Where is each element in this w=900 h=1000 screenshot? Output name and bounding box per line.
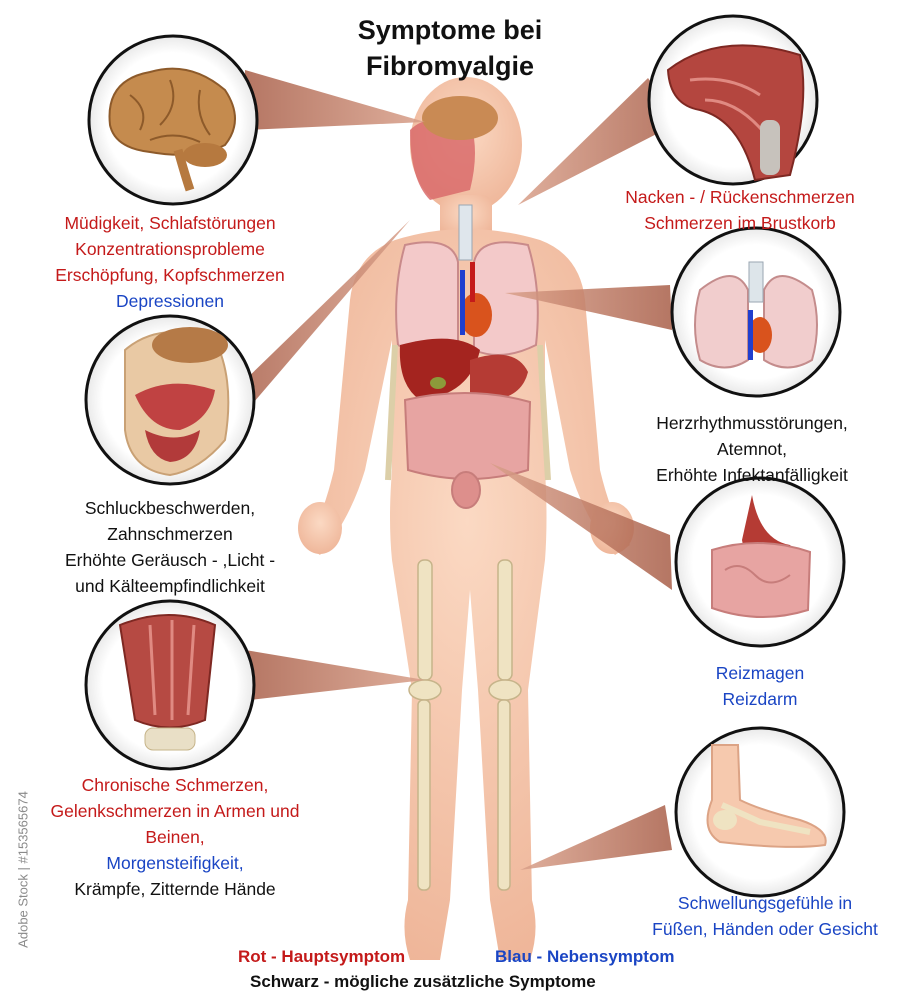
knee-muscle-icon	[118, 614, 217, 729]
symptom-line: Schmerzen im Brustkorb	[644, 213, 836, 233]
symptom-line: Beinen,	[145, 827, 205, 847]
foot-symptoms: Schwellungsgefühle in Füßen, Händen oder …	[625, 890, 900, 942]
page-title: Symptome bei Fibromyalgie	[300, 12, 600, 84]
head-cross-section	[410, 96, 498, 200]
symptom-line: Atemnot,	[716, 439, 788, 459]
skeleton-legs	[385, 344, 551, 891]
symptom-line: Chronische Schmerzen,	[81, 775, 269, 795]
symptom-line: Schluckbeschwerden,	[84, 498, 256, 518]
symptom-line: Gelenkschmerzen in Armen und	[50, 801, 300, 821]
symptom-line: Reizdarm	[722, 689, 798, 709]
symptom-line: Nacken - / Rückenschmerzen	[625, 187, 855, 207]
symptom-line: und Kälteempfindlichkeit	[75, 576, 265, 596]
symptom-line: Schwellungsgefühle in	[677, 893, 853, 913]
trachea	[458, 204, 473, 261]
symptom-line: Konzentrationsprobleme	[75, 239, 265, 259]
foot-icon	[706, 744, 827, 848]
brain-circle	[87, 34, 259, 206]
title-line: Fibromyalgie	[365, 51, 535, 81]
symptom-line: Herzrhythmusstörungen,	[656, 413, 848, 433]
symptom-line: Füßen, Händen oder Gesicht	[652, 919, 878, 939]
foot-circle	[674, 726, 846, 898]
digestive-circle	[674, 476, 846, 648]
symptom-line: Erhöhte Infektanfälligkeit	[656, 465, 848, 485]
symptom-line: Depressionen	[116, 291, 224, 311]
lungs-circle	[670, 226, 842, 398]
brain-icon	[108, 67, 236, 156]
legend-possible: Schwarz - mögliche zusätzliche Symptome	[250, 972, 596, 991]
legend-secondary: Blau - Nebensymptom	[495, 947, 675, 966]
symptom-line: Erschöpfung, Kopfschmerzen	[55, 265, 285, 285]
symptom-line: Erhöhte Geräusch - ,Licht -	[64, 550, 276, 570]
liver-stomach	[399, 338, 528, 401]
symptom-line: Morgensteifigkeit,	[106, 853, 244, 873]
shoulder-circle	[647, 14, 819, 186]
symptom-line: Zahnschmerzen	[107, 524, 233, 544]
callout-wedges	[230, 70, 680, 870]
lungs-icon	[694, 275, 749, 369]
legend-primary: Rot - Hauptsymptom	[238, 947, 406, 966]
intestines	[403, 392, 532, 509]
symptom-line: Müdigkeit, Schlafstörungen	[64, 213, 276, 233]
lungs	[395, 241, 539, 356]
knee-circle	[84, 599, 256, 771]
symptom-line: Krämpfe, Zitternde Hände	[74, 879, 276, 899]
knee-symptoms: Chronische Schmerzen, Gelenkschmerzen in …	[25, 772, 325, 902]
watermark: Adobe Stock | #153565674	[15, 791, 31, 948]
lungs-symptoms: Herzrhythmusstörungen, Atemnot, Erhöhte In…	[612, 410, 892, 488]
symptom-line: Reizmagen	[715, 663, 805, 683]
title-line: Symptome bei	[357, 15, 543, 45]
head-circle	[84, 314, 256, 486]
heart	[460, 262, 492, 337]
